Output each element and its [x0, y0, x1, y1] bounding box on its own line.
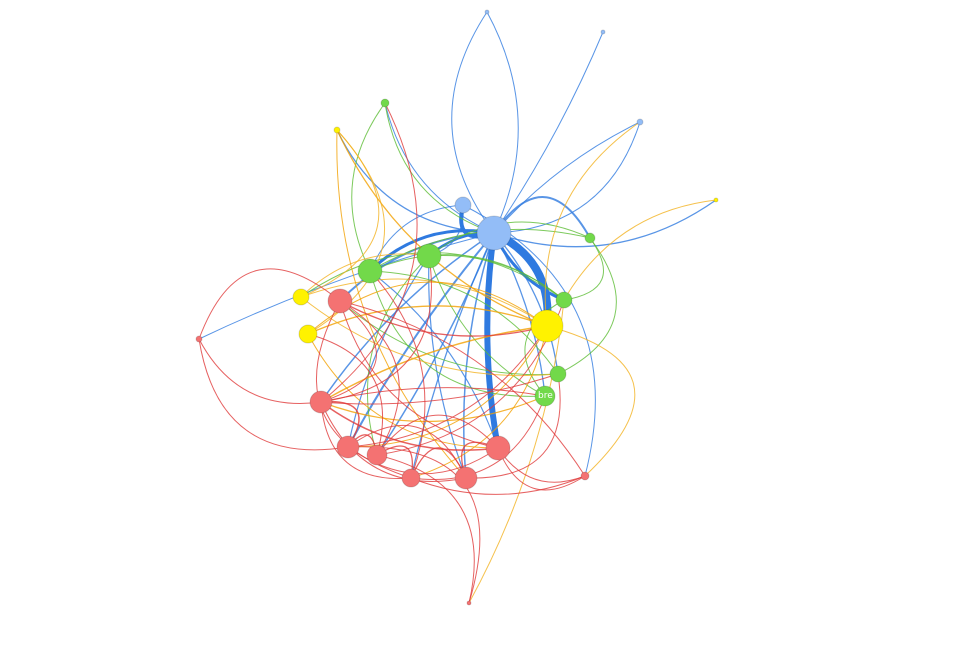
graph-node[interactable]	[292, 288, 310, 306]
graph-edge	[376, 414, 499, 456]
graph-edge	[546, 325, 636, 477]
graph-edge	[376, 454, 475, 604]
graph-node[interactable]	[366, 444, 388, 466]
graph-node[interactable]	[713, 197, 719, 203]
graph-node[interactable]	[476, 215, 512, 251]
edge-layer	[198, 11, 717, 604]
graph-node[interactable]	[357, 258, 383, 284]
graph-edge	[493, 196, 591, 239]
graph-node[interactable]	[600, 29, 606, 35]
graph-edge	[468, 299, 565, 604]
graph-edge	[339, 300, 559, 376]
graph-edge	[384, 102, 495, 234]
graph-edge	[198, 232, 495, 340]
graph-edge	[563, 237, 604, 301]
graph-edge	[557, 237, 617, 375]
graph-edge	[563, 199, 717, 301]
graph-edge	[493, 121, 641, 234]
node-layer	[195, 9, 719, 606]
graph-edge	[410, 395, 546, 480]
graph-edge	[336, 129, 467, 479]
graph-edge	[300, 296, 559, 377]
graph-edge	[320, 395, 546, 423]
graph-edge	[339, 232, 495, 302]
graph-edge	[339, 300, 400, 456]
graph-node[interactable]	[466, 600, 472, 606]
graph-edge	[369, 270, 426, 479]
graph-node[interactable]	[530, 309, 564, 343]
graph-edge	[484, 232, 501, 449]
graph-edge	[320, 401, 412, 480]
graph-edge	[320, 232, 495, 403]
graph-node[interactable]	[584, 232, 596, 244]
graph-edge	[451, 11, 495, 234]
graph-edge	[493, 31, 604, 234]
graph-edge	[410, 475, 586, 495]
graph-edge	[320, 401, 499, 451]
graph-edge	[351, 102, 386, 272]
graph-edge	[307, 333, 384, 456]
graph-edge	[524, 299, 565, 397]
graph-node[interactable]	[195, 335, 203, 343]
graph-edge	[428, 255, 467, 479]
graph-edge	[339, 300, 586, 477]
graph-edge	[300, 253, 430, 298]
graph-node[interactable]	[454, 196, 472, 214]
graph-node[interactable]	[416, 243, 442, 269]
graph-edge	[339, 300, 499, 449]
graph-edge	[493, 199, 717, 248]
graph-edge	[320, 300, 377, 403]
graph-edge	[198, 268, 341, 340]
graph-edge	[369, 270, 559, 375]
graph-edge	[320, 373, 559, 405]
graph-edge	[497, 447, 586, 491]
graph-node[interactable]	[534, 385, 556, 407]
graph-node[interactable]	[327, 288, 353, 314]
graph-edge	[410, 325, 548, 479]
graph-edge	[493, 232, 559, 375]
graph-node[interactable]	[298, 324, 318, 344]
graph-node[interactable]	[485, 435, 511, 461]
graph-node[interactable]	[380, 98, 390, 108]
graph-edge	[320, 102, 418, 403]
graph-node[interactable]	[309, 390, 333, 414]
graph-node[interactable]	[555, 291, 573, 309]
graph-edge	[486, 11, 519, 234]
graph-edge	[336, 129, 548, 327]
graph-edge	[497, 447, 586, 483]
graph-node[interactable]	[401, 468, 421, 488]
graph-node[interactable]	[636, 118, 644, 126]
graph-edge	[384, 102, 495, 234]
graph-edge	[544, 121, 641, 327]
graph-edge	[369, 270, 499, 449]
graph-node[interactable]	[454, 466, 478, 490]
graph-edge	[339, 300, 548, 337]
graph-edge	[347, 232, 495, 448]
graph-edge	[198, 338, 322, 404]
graph-edge	[347, 325, 548, 448]
graph-edge	[465, 373, 561, 479]
graph-edge	[493, 121, 641, 234]
graph-edge	[347, 424, 467, 479]
graph-edge	[336, 129, 495, 234]
graph-edge	[307, 333, 499, 449]
graph-node[interactable]	[580, 471, 590, 481]
graph-node[interactable]	[336, 435, 360, 459]
graph-node[interactable]	[549, 365, 567, 383]
graph-edge	[320, 255, 432, 403]
graph-node[interactable]	[333, 126, 341, 134]
graph-edge	[320, 325, 548, 403]
graph-edge	[320, 401, 467, 482]
graph-edge	[369, 228, 591, 272]
graph-edge	[300, 278, 548, 327]
graph-edge	[198, 338, 349, 451]
graph-edge	[369, 270, 546, 397]
graph-node[interactable]	[484, 9, 490, 15]
graph-edge	[369, 204, 464, 272]
